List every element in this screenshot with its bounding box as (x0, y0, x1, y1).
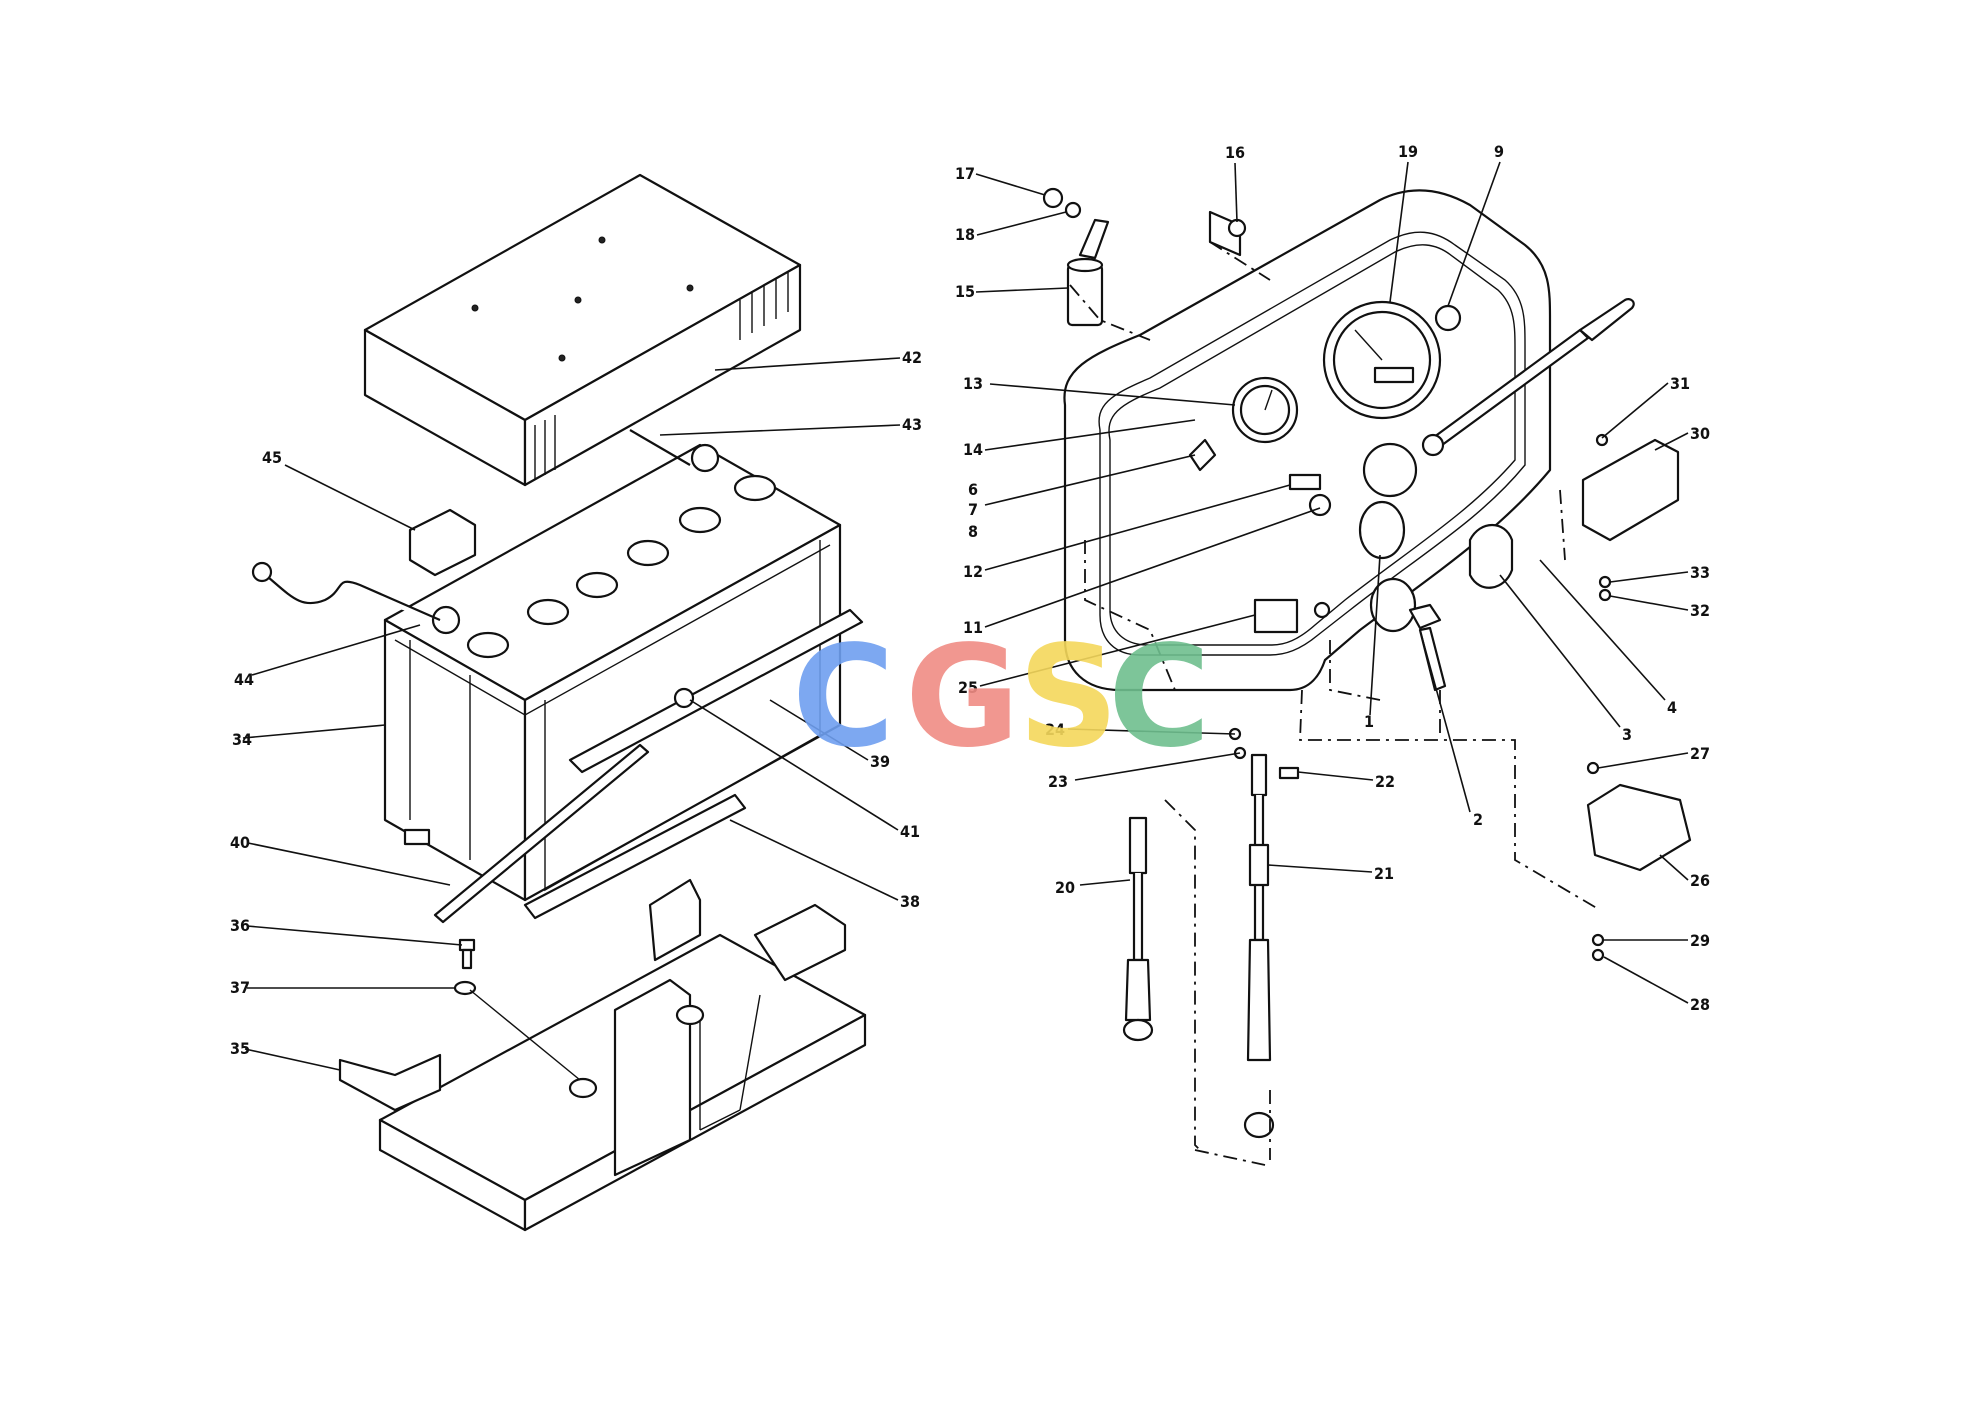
battery-assembly (251, 173, 867, 1232)
callout-20: 20 (1055, 878, 1075, 897)
battery-cable (261, 571, 441, 622)
callout-8: 8 (968, 522, 978, 541)
warning-light-6 (1188, 438, 1217, 472)
callout-11: 11 (963, 618, 983, 637)
watermark-letter-3: S (1018, 616, 1119, 779)
callout-35: 35 (230, 1039, 250, 1058)
callout-6: 6 (968, 480, 978, 499)
callout-21: 21 (1374, 864, 1394, 883)
callout-3: 3 (1622, 725, 1632, 744)
callout-23: 23 (1048, 772, 1068, 791)
callout-25: 25 (958, 678, 978, 697)
callout-38: 38 (900, 892, 920, 911)
callout-34: 34 (232, 730, 252, 749)
callout-13: 13 (963, 374, 983, 393)
callout-33: 33 (1690, 563, 1710, 582)
callout-43: 43 (902, 415, 922, 434)
callout-1: 1 (1364, 712, 1374, 731)
washer-18 (1064, 201, 1082, 219)
callout-17: 17 (955, 164, 975, 183)
callout-19: 19 (1398, 142, 1418, 161)
regulator-30 (1581, 438, 1680, 542)
bolt-36 (458, 938, 476, 970)
callout-42: 42 (902, 348, 922, 367)
callout-24: 24 (1045, 720, 1065, 739)
terminal-cover (408, 508, 477, 577)
light-cluster (1434, 304, 1462, 332)
battery-tray (378, 878, 867, 1232)
relay-26 (1586, 783, 1692, 872)
battery-cover (363, 173, 802, 487)
callout-14: 14 (963, 440, 983, 459)
callout-9: 9 (1494, 142, 1504, 161)
callout-15: 15 (955, 282, 975, 301)
callout-40: 40 (230, 833, 250, 852)
callout-45: 45 (262, 448, 282, 467)
callout-39: 39 (870, 752, 890, 771)
callout-22: 22 (1375, 772, 1395, 791)
leader-lines (242, 161, 1689, 1071)
watermark-letter-1: C (792, 616, 895, 779)
hold-down-bar (568, 608, 864, 774)
callout-37: 37 (230, 978, 250, 997)
callout-44: 44 (234, 670, 254, 689)
callout-7: 7 (968, 500, 978, 519)
callout-2: 2 (1473, 810, 1483, 829)
nut-17 (1042, 187, 1064, 209)
hold-down-rod (433, 743, 650, 924)
dashboard-assembly (1042, 187, 1692, 1166)
cable-21 (1243, 753, 1275, 1139)
watermark-logo: C G S C (792, 616, 1211, 779)
callout-28: 28 (1690, 995, 1710, 1014)
callout-labels: 42 43 45 44 34 39 41 40 38 36 37 35 17 1… (230, 142, 1710, 1058)
battery-cell-caps (466, 474, 777, 659)
callout-31: 31 (1670, 374, 1690, 393)
callout-12: 12 (963, 562, 983, 581)
callout-32: 32 (1690, 601, 1710, 620)
instrument-panel (1063, 189, 1552, 692)
terminal-cable (629, 429, 691, 466)
callout-26: 26 (1690, 871, 1710, 890)
screw-22 (1278, 766, 1300, 780)
rubber-strip (523, 793, 747, 920)
ignition-switch (1358, 500, 1447, 692)
control-knob (1468, 524, 1514, 589)
watermark-letter-2: G (905, 616, 1020, 779)
tray-bracket (338, 1053, 442, 1112)
cable-20 (1122, 816, 1154, 1042)
callout-4: 4 (1667, 698, 1677, 717)
round-gauge (1231, 376, 1299, 444)
callout-27: 27 (1690, 744, 1710, 763)
speedometer-gauge (1322, 300, 1442, 420)
watermark-letter-4: C (1108, 616, 1211, 779)
indicator-12 (1288, 473, 1322, 491)
callout-18: 18 (955, 225, 975, 244)
flasher-unit (1066, 218, 1110, 327)
callout-29: 29 (1690, 931, 1710, 950)
switch-25 (1253, 598, 1299, 634)
callout-16: 16 (1225, 143, 1245, 162)
callout-36: 36 (230, 916, 250, 935)
callout-41: 41 (900, 822, 920, 841)
callout-30: 30 (1690, 424, 1710, 443)
